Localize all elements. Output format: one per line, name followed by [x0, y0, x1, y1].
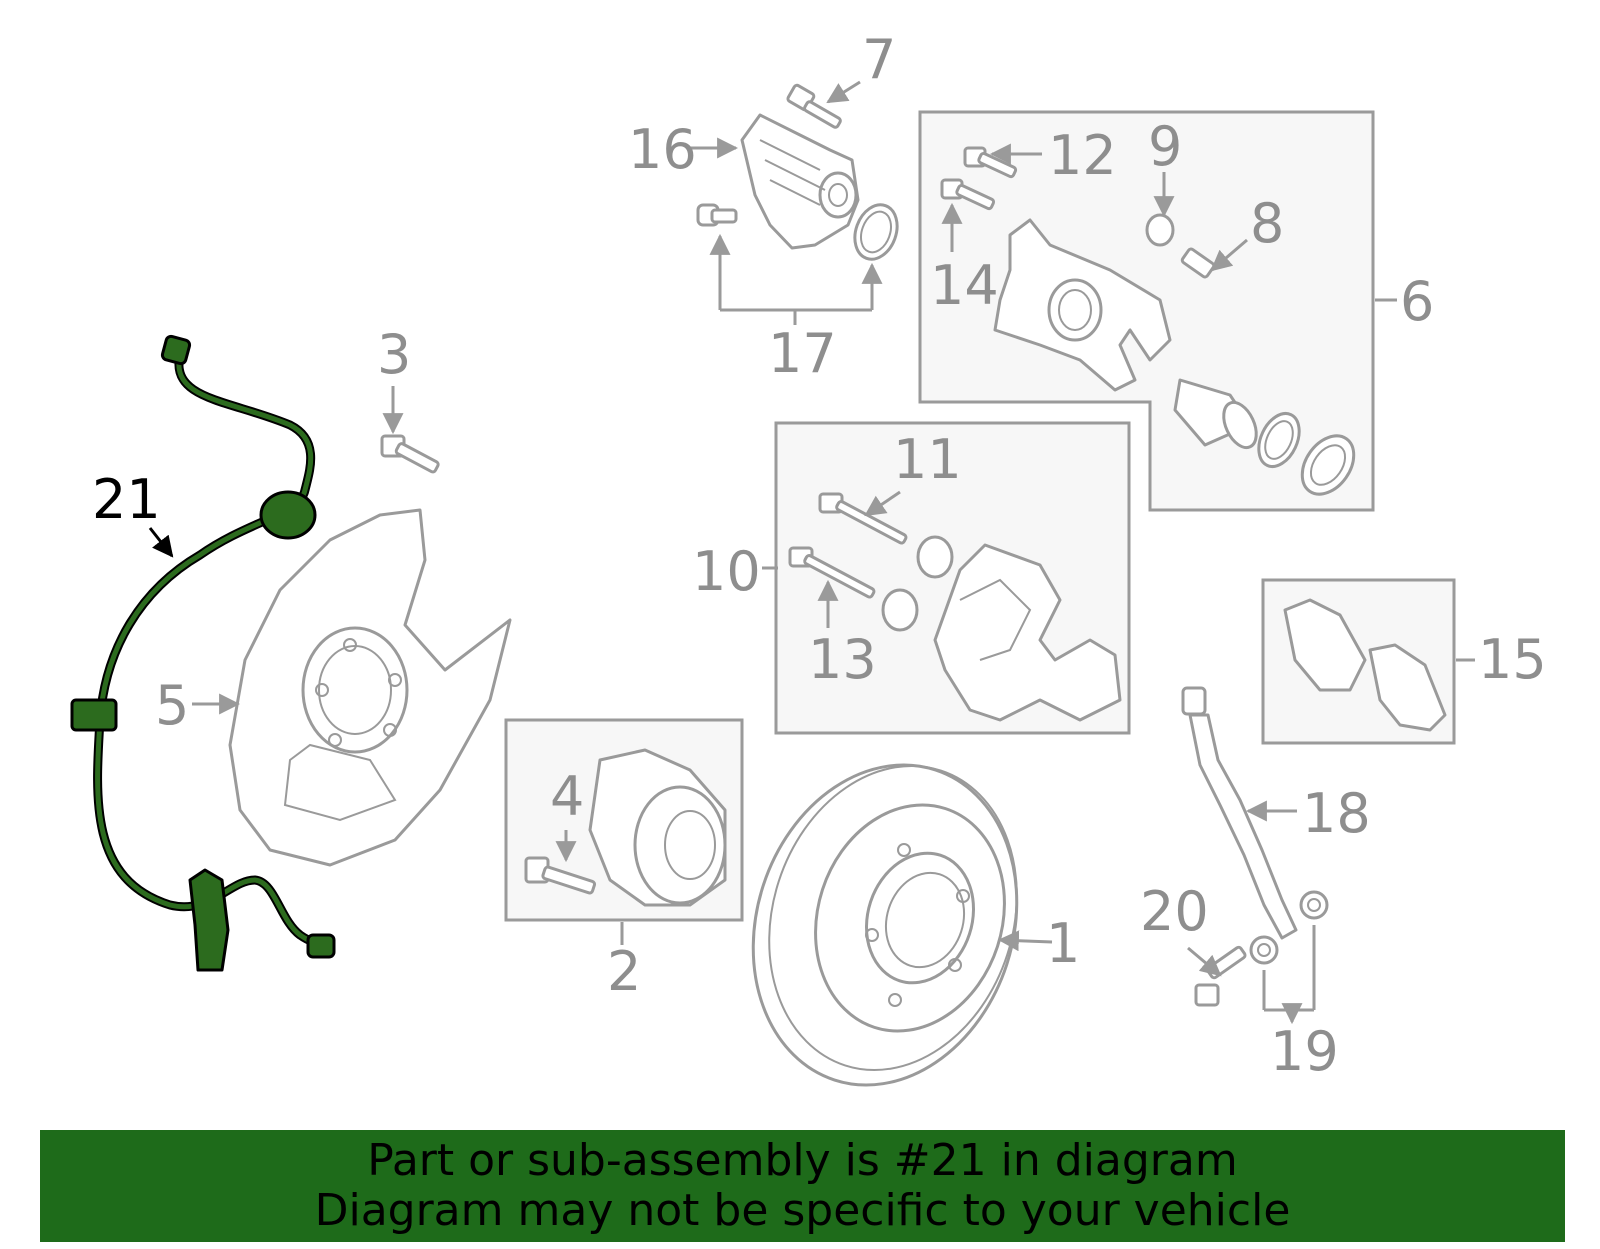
- callout-21: 21: [92, 468, 161, 531]
- part-16-motor: [740, 113, 860, 250]
- part-21-abs-sensor[interactable]: [70, 334, 336, 972]
- part-10-bushing-b: [881, 588, 919, 632]
- part-19-washers: [1249, 890, 1329, 965]
- part-1-rotor: [751, 763, 1019, 1087]
- part-11-bolt: [818, 492, 908, 545]
- leader-7: [826, 80, 861, 104]
- callout-1: 1: [1046, 912, 1080, 975]
- callout-16: 16: [628, 118, 697, 181]
- callout-8: 8: [1250, 192, 1284, 255]
- callout-9: 9: [1148, 115, 1182, 178]
- part-17-bolt: [696, 203, 738, 227]
- callout-3: 3: [377, 323, 411, 386]
- part-6-boot: [1300, 434, 1356, 496]
- part-info-banner: Part or sub-assembly is #21 in diagram D…: [40, 1130, 1565, 1242]
- callout-6: 6: [1400, 270, 1434, 333]
- leader-20: [1187, 946, 1222, 977]
- leader-1: [997, 930, 1053, 952]
- part-3-bolt: [380, 434, 440, 474]
- callout-4: 4: [550, 765, 584, 828]
- callout-15: 15: [1478, 628, 1547, 691]
- part-6-piston: [1173, 378, 1258, 450]
- callout-17: 17: [768, 322, 837, 385]
- leader-11: [864, 490, 901, 517]
- part-9-cap: [1145, 213, 1175, 247]
- part-18-hose: [1181, 686, 1298, 940]
- callout-20: 20: [1140, 880, 1209, 943]
- part-15-pads: [1283, 598, 1447, 732]
- callout-18: 18: [1302, 782, 1371, 845]
- banner-line-1: Part or sub-assembly is #21 in diagram: [367, 1135, 1238, 1186]
- leader-8: [1210, 238, 1248, 272]
- part-8-bleeder: [1180, 247, 1216, 279]
- leader-21: [148, 527, 174, 558]
- part-17-oring: [853, 203, 899, 261]
- part-6-seal: [1257, 412, 1301, 468]
- callout-2: 2: [607, 940, 641, 1003]
- callout-11: 11: [893, 428, 962, 491]
- part-14-bolt: [940, 178, 996, 211]
- part-12-bolt: [963, 146, 1018, 179]
- part-10-bushing-a: [916, 535, 954, 579]
- part-4-bolt: [524, 856, 597, 895]
- callout-12: 12: [1048, 124, 1117, 187]
- callout-5: 5: [155, 674, 189, 737]
- banner-line-2: Diagram may not be specific to your vehi…: [314, 1185, 1291, 1236]
- callout-19: 19: [1270, 1020, 1339, 1083]
- part-10-bracket: [933, 543, 1122, 722]
- part-6-caliper: [993, 218, 1172, 392]
- callout-7: 7: [862, 28, 896, 91]
- part-20-bolt: [1194, 945, 1247, 1007]
- callout-13: 13: [808, 628, 877, 691]
- callout-10: 10: [692, 540, 761, 603]
- part-7-bolt: [786, 83, 842, 129]
- leader-19: [1262, 925, 1316, 1022]
- part-4-hub: [588, 748, 727, 907]
- callout-14: 14: [930, 254, 999, 317]
- part-5-dust-shield: [228, 508, 512, 867]
